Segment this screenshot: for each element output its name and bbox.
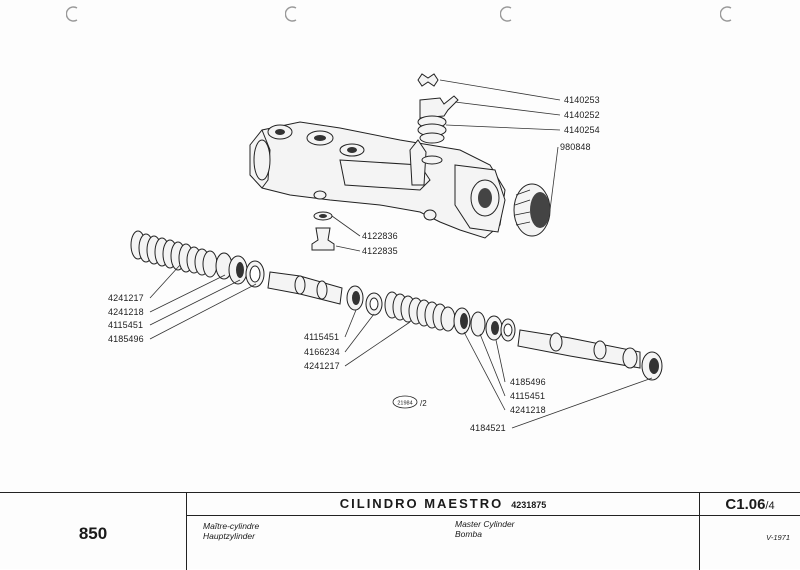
dust-boot (513, 183, 551, 237)
part-number-label: 4241218 (108, 307, 144, 317)
part-number-label: 4140252 (564, 110, 600, 120)
part-number-label: 4115451 (108, 320, 143, 330)
master-cylinder-body (249, 121, 506, 239)
part-number-label: 4184521 (470, 423, 506, 433)
part-title: CILINDRO MAESTRO (339, 496, 504, 511)
sheet-row: C1.06/4 (700, 493, 800, 516)
binder-hole-icon (65, 6, 80, 22)
name-french: Maître-cylindre (203, 521, 260, 531)
secondary-piston (517, 329, 663, 381)
leader-lines (149, 79, 653, 429)
primary-piston (267, 271, 383, 316)
reference-badge-number: 21984 (397, 401, 412, 407)
residual-valve-group (311, 211, 335, 251)
callouts-left: 4241217 4241218 4115451 4185496 (108, 293, 144, 344)
model-cell: 850 (0, 493, 187, 570)
bleed-fitting-group (417, 73, 459, 165)
part-number-label: 980848 (560, 142, 591, 152)
sheet-cell: C1.06/4 V-1971 (700, 493, 800, 570)
callouts-top: 4140253 4140252 4140254 980848 (560, 95, 600, 152)
name-english: Master Cylinder (455, 519, 515, 529)
sheet-number: C1.06 (725, 496, 766, 513)
assembly-code: 4231875 (511, 500, 547, 510)
binder-hole-icon (719, 6, 734, 22)
callouts-valve: 4122836 4122835 (362, 231, 398, 256)
part-number-label: 4140254 (564, 125, 600, 135)
model-number: 850 (78, 523, 108, 543)
part-number-label: 4241218 (510, 405, 546, 415)
callouts-center: 4115451 4166234 4241217 (304, 332, 340, 371)
part-number-label: 4185496 (510, 377, 546, 387)
part-number-label: 4241217 (108, 293, 144, 303)
exploded-parts-diagram: 4140253 4140252 4140254 980848 4122836 4… (108, 73, 663, 433)
part-number-label: 4166234 (304, 347, 340, 357)
sheet-subnumber: /4 (765, 500, 775, 512)
binder-hole-icon (284, 6, 299, 22)
title-block: 850 CILINDRO MAESTRO 4231875 Maître-cylin… (0, 492, 800, 570)
secondary-spring-assembly (384, 291, 516, 342)
title-row: CILINDRO MAESTRO 4231875 (187, 493, 699, 516)
primary-spring-assembly (130, 230, 265, 288)
binder-hole-icon (499, 6, 514, 22)
name-spanish: Bomba (455, 529, 482, 539)
part-number-label: 4115451 (510, 391, 545, 401)
name-german: Hauptzylinder (203, 531, 255, 541)
issue-date: V-1971 (766, 533, 790, 542)
part-number-label: 4122835 (362, 246, 398, 256)
part-number-label: 4115451 (304, 332, 339, 342)
callouts-right: 4185496 4115451 4241218 4184521 (470, 377, 546, 433)
reference-badge: 21984 /2 (392, 395, 427, 409)
part-number-label: 4122836 (362, 231, 398, 241)
reference-badge-suffix: /2 (420, 399, 427, 408)
part-number-label: 4185496 (108, 334, 144, 344)
part-number-label: 4140253 (564, 95, 600, 105)
part-number-label: 4241217 (304, 361, 340, 371)
